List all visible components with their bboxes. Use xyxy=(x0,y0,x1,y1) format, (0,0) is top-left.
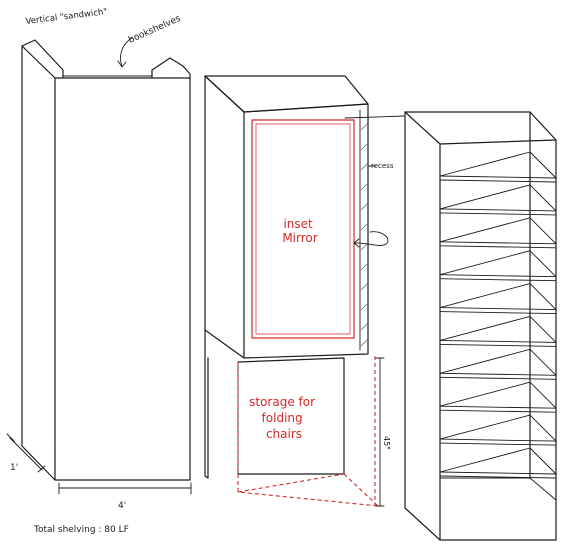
shelf-edge xyxy=(439,438,557,446)
shelf xyxy=(439,250,557,282)
height-dimension-label: 45" xyxy=(382,436,391,450)
vertical-sandwich-label: Vertical "sandwich" xyxy=(25,7,108,27)
shelf xyxy=(439,447,557,479)
storage-line-2: folding xyxy=(262,411,303,425)
total-shelving-label: Total shelving : 80 LF xyxy=(33,525,129,535)
shelf xyxy=(439,414,557,446)
inset-mirror xyxy=(251,119,355,339)
shelf-edge xyxy=(439,372,557,380)
shelf-edge xyxy=(439,339,557,347)
shelf-edge xyxy=(439,405,557,413)
shelf xyxy=(439,184,557,216)
shelf xyxy=(439,315,557,347)
bookshelves-callout-arrow xyxy=(120,37,133,67)
shelf-top xyxy=(439,447,557,475)
shelf-top xyxy=(439,283,557,311)
shelf-edge xyxy=(439,274,557,282)
width-dimension xyxy=(58,482,192,495)
depth-dimension-label: 1' xyxy=(10,463,18,473)
storage-label: storage for folding chairs xyxy=(249,395,319,441)
shelf-top xyxy=(439,414,557,442)
shelf-top xyxy=(439,250,557,278)
shelf xyxy=(439,151,557,183)
storage-outline xyxy=(237,356,385,507)
bookshelves-label: bookshelves xyxy=(127,14,182,46)
shelf-edge xyxy=(439,175,557,183)
shelf xyxy=(439,217,557,249)
inset-mirror-line-1: inset xyxy=(283,217,313,231)
shelf-edge xyxy=(439,471,557,479)
shelf xyxy=(439,283,557,315)
storage-line-1: storage for xyxy=(249,395,315,409)
mirror-callout-arrow xyxy=(353,231,389,246)
left-bookshelf-unit xyxy=(21,39,191,481)
shelf-top xyxy=(439,217,557,245)
storage-line-3: chairs xyxy=(266,427,302,441)
right-open-bookshelf xyxy=(404,111,557,541)
shelf-top xyxy=(439,381,557,409)
shelf xyxy=(439,381,557,413)
depth-dimension xyxy=(6,433,46,473)
shelf-top xyxy=(439,348,557,376)
shelf-edge xyxy=(439,208,557,216)
shelf-top xyxy=(439,315,557,343)
recess-label: recess xyxy=(371,162,394,170)
shelf xyxy=(439,348,557,380)
inset-mirror-line-2: Mirror xyxy=(282,231,317,245)
shelf-group xyxy=(439,151,557,479)
shelf-top xyxy=(439,151,557,179)
inset-mirror-label: inset Mirror xyxy=(282,217,317,245)
shelf-edge xyxy=(439,307,557,315)
shelf-edge xyxy=(439,241,557,249)
recess-hatching xyxy=(360,123,368,347)
middle-mirror-cabinet xyxy=(204,75,406,479)
shelf-top xyxy=(439,184,557,212)
width-dimension-label: 4' xyxy=(118,501,126,511)
